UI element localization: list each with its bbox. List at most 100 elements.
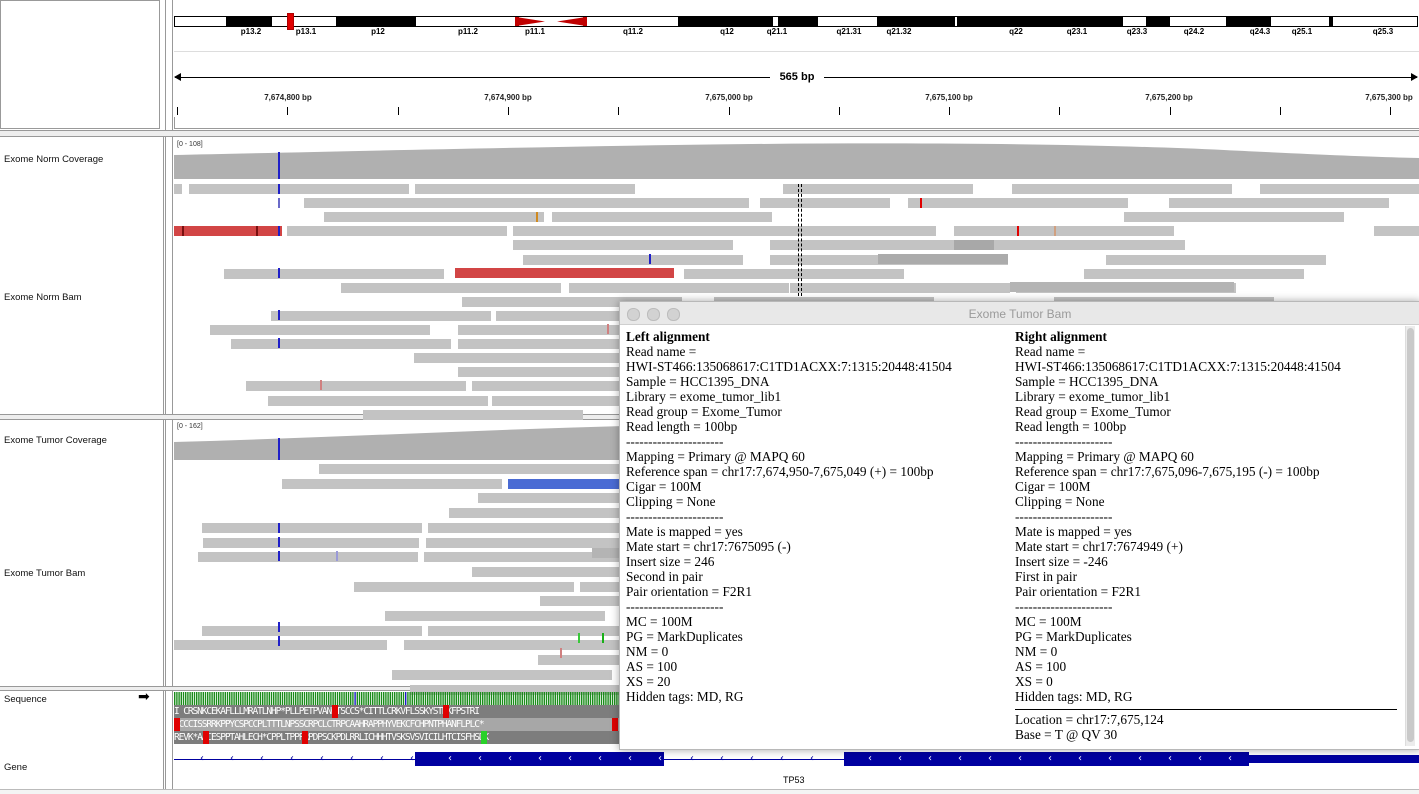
- alignment-read[interactable]: [174, 640, 387, 650]
- alignment-read[interactable]: [783, 184, 973, 194]
- tumor-coverage-histogram[interactable]: [174, 420, 624, 460]
- alignment-read[interactable]: [592, 548, 620, 558]
- gene-utr[interactable]: [1249, 755, 1419, 763]
- alignment-read[interactable]: [878, 254, 1008, 264]
- alignment-read[interactable]: [549, 464, 619, 474]
- alignment-read[interactable]: [1260, 184, 1419, 194]
- alignment-read[interactable]: [954, 240, 994, 250]
- track-name-norm-bam[interactable]: Exome Norm Bam: [4, 292, 82, 303]
- close-button[interactable]: [627, 308, 640, 321]
- alignment-read[interactable]: [569, 283, 789, 293]
- popup-scroll-thumb[interactable]: [1407, 328, 1414, 742]
- popup-title-bar[interactable]: Exome Tumor Bam: [620, 302, 1419, 325]
- alignment-read[interactable]: [492, 396, 620, 406]
- alignment-read[interactable]: [341, 283, 561, 293]
- alignment-read[interactable]: [513, 240, 733, 250]
- alignment-read[interactable]: [523, 255, 743, 265]
- alignment-read[interactable]: [508, 479, 620, 489]
- alignment-read[interactable]: [552, 212, 772, 222]
- alignment-read[interactable]: [1084, 269, 1304, 279]
- alignment-read[interactable]: [363, 410, 583, 420]
- alignment-read[interactable]: [354, 582, 574, 592]
- alignment-read[interactable]: [513, 226, 733, 236]
- alignment-read[interactable]: [203, 538, 419, 548]
- alignment-read[interactable]: [462, 297, 682, 307]
- alignment-read[interactable]: [287, 226, 507, 236]
- alignment-read[interactable]: [1010, 282, 1234, 292]
- alignment-read[interactable]: [282, 479, 502, 489]
- alignment-read[interactable]: [231, 339, 451, 349]
- alignment-read[interactable]: [198, 552, 418, 562]
- chromosome-ideogram[interactable]: [174, 13, 1419, 30]
- alignment-read[interactable]: [1374, 226, 1419, 236]
- alignment-read[interactable]: [580, 582, 620, 592]
- alignment-read[interactable]: [455, 268, 674, 278]
- alignment-read[interactable]: [385, 611, 605, 621]
- alignment-read[interactable]: [426, 538, 620, 548]
- alignment-read[interactable]: [1124, 212, 1344, 222]
- alignment-read[interactable]: [424, 552, 620, 562]
- gene-label[interactable]: TP53: [783, 775, 805, 785]
- norm-coverage-histogram[interactable]: [174, 139, 1419, 179]
- alignment-read[interactable]: [324, 212, 544, 222]
- strand-arrow-icon[interactable]: ➡: [138, 689, 150, 705]
- alignment-read[interactable]: [458, 325, 620, 335]
- alignment-read[interactable]: [458, 339, 620, 349]
- sequence-bases[interactable]: [174, 692, 624, 705]
- alignment-read[interactable]: [472, 381, 620, 391]
- alignment-read[interactable]: [540, 596, 620, 606]
- alignment-read[interactable]: [770, 255, 900, 265]
- alignment-read[interactable]: [415, 184, 635, 194]
- alignment-read[interactable]: [404, 640, 620, 650]
- alignment-read[interactable]: [1169, 198, 1389, 208]
- alignment-read[interactable]: [1106, 255, 1326, 265]
- alignment-read[interactable]: [760, 198, 890, 208]
- minimize-button[interactable]: [647, 308, 660, 321]
- gene-exon[interactable]: [415, 752, 664, 766]
- alignment-read[interactable]: [174, 226, 282, 236]
- alignment-read[interactable]: [224, 269, 444, 279]
- alignment-read[interactable]: [1012, 184, 1232, 194]
- alignment-read[interactable]: [202, 523, 422, 533]
- alignment-read[interactable]: [410, 685, 620, 695]
- alignment-read[interactable]: [428, 523, 620, 533]
- alignment-read[interactable]: [458, 367, 620, 377]
- alignment-read[interactable]: [210, 325, 430, 335]
- track-name-gene[interactable]: Gene: [4, 762, 28, 773]
- popup-scrollbar[interactable]: [1405, 326, 1415, 746]
- alignment-read[interactable]: [414, 353, 620, 363]
- alignment-read[interactable]: [496, 311, 620, 321]
- gene-exon[interactable]: [844, 752, 1249, 766]
- alignment-read[interactable]: [428, 626, 620, 636]
- base-bar: [570, 692, 572, 705]
- alignment-read[interactable]: [304, 198, 749, 208]
- alignment-read[interactable]: [392, 670, 612, 680]
- alignment-read[interactable]: [202, 626, 422, 636]
- alignment-read[interactable]: [472, 567, 620, 577]
- alignment-read[interactable]: [246, 381, 466, 391]
- alignment-read[interactable]: [478, 493, 620, 503]
- alignment-read[interactable]: [319, 464, 549, 474]
- alignment-read[interactable]: [684, 269, 904, 279]
- zoom-button[interactable]: [667, 308, 680, 321]
- alignment-read[interactable]: [174, 184, 182, 194]
- track-name-tumor-coverage[interactable]: Exome Tumor Coverage: [4, 435, 107, 446]
- alignment-read[interactable]: [189, 184, 409, 194]
- alignment-read[interactable]: [268, 396, 488, 406]
- alignment-read[interactable]: [538, 655, 620, 665]
- track-name-tumor-bam[interactable]: Exome Tumor Bam: [4, 568, 86, 579]
- alignment-read[interactable]: [770, 240, 990, 250]
- horizontal-scrollbar[interactable]: [0, 789, 1419, 794]
- track-name-norm-coverage[interactable]: Exome Norm Coverage: [4, 154, 104, 165]
- alignment-read[interactable]: [449, 508, 620, 518]
- alignment-read[interactable]: [908, 198, 1128, 208]
- alignment-read[interactable]: [965, 240, 1185, 250]
- alignment-read[interactable]: [790, 283, 1010, 293]
- track-name-sequence[interactable]: Sequence: [4, 694, 47, 705]
- alignment-read[interactable]: [716, 226, 936, 236]
- alignment-read[interactable]: [271, 311, 491, 321]
- alignment-read[interactable]: [954, 226, 1174, 236]
